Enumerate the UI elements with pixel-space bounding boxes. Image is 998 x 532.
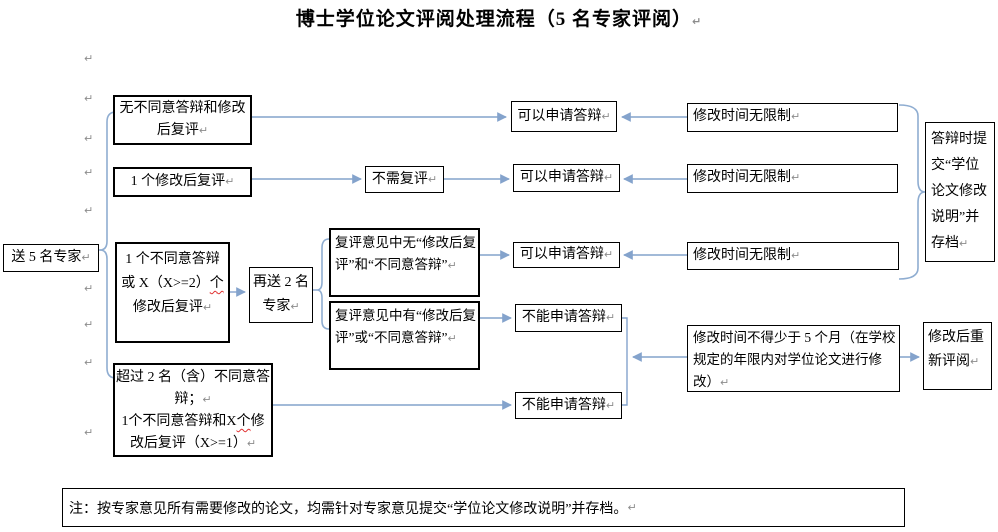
node-label: 可以申请答辩	[519, 247, 604, 262]
node-label: 1个不同意答辩和X	[121, 414, 237, 429]
paragraph-mark: ↵	[202, 393, 212, 406]
paragraph-mark: ↵	[692, 15, 703, 28]
node-label: 修改后复评	[132, 300, 203, 315]
brace-left	[99, 111, 117, 379]
node-label: 修改后重新评阅	[928, 330, 984, 369]
footnote-text: 注：按专家意见所有需要修改的论文，均需针对专家意见提交“学位论文修改说明”并存档…	[69, 501, 628, 517]
node-label: 修改时间无限制	[693, 170, 791, 185]
paragraph-mark: ↵	[427, 172, 438, 186]
page-title: 博士学位论文评阅处理流程（5 名专家评阅）↵	[0, 4, 998, 31]
flow-node-send-5-experts: 送 5 名专家↵	[3, 244, 99, 272]
node-label: 专家	[262, 299, 291, 314]
brace-middle	[316, 238, 330, 330]
node-label: 复评意见中有“修改后复评”或“不同意答辩”	[335, 308, 476, 345]
paragraph-mark: ↵	[447, 259, 457, 272]
paragraph-mark: ↵	[84, 132, 94, 145]
paragraph-mark: ↵	[290, 300, 300, 313]
paragraph-mark: ↵	[246, 437, 257, 450]
node-label: 修	[250, 414, 265, 429]
paragraph-mark: ↵	[84, 282, 94, 295]
flow-node-two-or-more-disagree: 超过 2 名（含）不同意答 辩；↵ 1个不同意答辩和X个修 改后复评（X>=1）…	[113, 363, 273, 457]
paragraph-mark: ↵	[84, 426, 94, 439]
node-label: 不能申请答辩	[521, 310, 606, 325]
node-label: 后复评	[156, 123, 199, 138]
flow-node-resend-2-experts: 再送 2 名 专家↵	[249, 267, 313, 323]
connector-f-junction	[622, 317, 628, 406]
node-label: 1 个修改后复评	[130, 174, 226, 189]
node-label: 无不同意答辩和修改	[119, 101, 246, 116]
page-title-text: 博士学位论文评阅处理流程（5 名专家评阅）	[295, 9, 693, 30]
flow-node-no-time-limit-2: 修改时间无限制↵	[687, 164, 898, 193]
brace-right	[898, 104, 926, 280]
spellcheck-squiggle-text: 个	[209, 276, 224, 291]
node-label: 答辩时提交“学位论文修改说明”并存档	[931, 132, 987, 251]
flow-node-no-time-limit-3: 修改时间无限制↵	[687, 242, 899, 270]
paragraph-mark: ↵	[603, 171, 614, 184]
paragraph-mark: ↵	[959, 237, 969, 250]
paragraph-mark: ↵	[791, 249, 801, 262]
paragraph-mark: ↵	[605, 398, 616, 412]
node-label: 送 5 名专家	[11, 250, 82, 265]
paragraph-mark: ↵	[720, 376, 730, 389]
flow-node-can-apply-defense-1: 可以申请答辩↵	[511, 101, 617, 132]
paragraph-mark: ↵	[225, 175, 235, 188]
node-label: 修改时间不得少于 5 个月（在学校规定的年限内对学位论文进行修改）	[693, 330, 896, 389]
flow-node-submit-revision-statement: 答辩时提交“学位论文修改说明”并存档↵	[925, 122, 995, 262]
paragraph-mark: ↵	[84, 166, 94, 179]
flow-node-min-5-months-revision: 修改时间不得少于 5 个月（在学校规定的年限内对学位论文进行修改）↵	[687, 325, 900, 392]
flow-node-rereview-after-revision: 修改后重新评阅↵	[923, 322, 992, 390]
flow-node-can-apply-defense-2: 可以申请答辩↵	[513, 164, 620, 192]
paragraph-mark: ↵	[202, 301, 213, 314]
paragraph-mark: ↵	[198, 124, 209, 137]
node-label: 修改时间无限制	[693, 248, 791, 263]
paragraph-mark: ↵	[791, 171, 801, 184]
paragraph-mark: ↵	[81, 251, 91, 264]
node-label: 不需复评	[371, 171, 428, 187]
paragraph-mark: ↵	[84, 52, 94, 65]
node-label: 可以申请答辩	[517, 108, 602, 124]
flow-node-no-rereview-needed: 不需复评↵	[365, 166, 444, 193]
paragraph-mark: ↵	[84, 318, 94, 331]
flow-node-one-disagree-or-x-rereview: 1 个不同意答辩 或 X（X>=2）个 修改后复评↵	[115, 242, 230, 343]
paragraph-mark: ↵	[84, 204, 94, 217]
node-label: 可以申请答辩	[519, 170, 604, 185]
node-label: 辩；	[174, 392, 203, 407]
footnote-box: 注：按专家意见所有需要修改的论文，均需针对专家意见提交“学位论文修改说明”并存档…	[62, 488, 905, 527]
node-label: 1 个不同意答辩	[125, 252, 220, 267]
node-label: 超过 2 名（含）不同意答	[116, 370, 270, 385]
paragraph-mark: ↵	[791, 110, 801, 123]
flow-node-one-rereview: 1 个修改后复评↵	[113, 167, 252, 197]
flow-node-can-apply-defense-3: 可以申请答辩↵	[513, 242, 620, 268]
paragraph-mark: ↵	[601, 109, 611, 123]
flow-node-cannot-apply-defense-1: 不能申请答辩↵	[515, 304, 622, 332]
flow-node-rereview-has-negative: 复评意见中有“修改后复评”或“不同意答辩”↵	[329, 301, 480, 370]
flow-node-no-disagree-no-rereview: 无不同意答辩和修改 后复评↵	[113, 95, 252, 145]
node-label: 修改时间无限制	[693, 109, 791, 124]
paragraph-mark: ↵	[627, 501, 637, 514]
node-label: 或 X（X>=2）	[121, 276, 210, 291]
paragraph-mark: ↵	[84, 92, 94, 105]
flow-node-rereview-no-negative: 复评意见中无“修改后复评”和“不同意答辩”↵	[329, 228, 480, 297]
spellcheck-squiggle-text: 个	[236, 414, 251, 429]
node-label: 复评意见中无“修改后复评”和“不同意答辩”	[335, 235, 476, 272]
node-label: 再送 2 名	[253, 275, 309, 290]
flow-node-no-time-limit-1: 修改时间无限制↵	[687, 103, 898, 132]
paragraph-mark: ↵	[603, 248, 614, 261]
paragraph-mark: ↵	[970, 355, 980, 368]
paragraph-mark: ↵	[605, 311, 616, 324]
paragraph-mark: ↵	[84, 356, 94, 369]
node-label: 不能申请答辩	[521, 397, 606, 413]
flow-node-cannot-apply-defense-2: 不能申请答辩↵	[515, 392, 622, 419]
paragraph-mark: ↵	[447, 332, 457, 345]
node-label: 改后复评（X>=1）	[129, 436, 247, 451]
